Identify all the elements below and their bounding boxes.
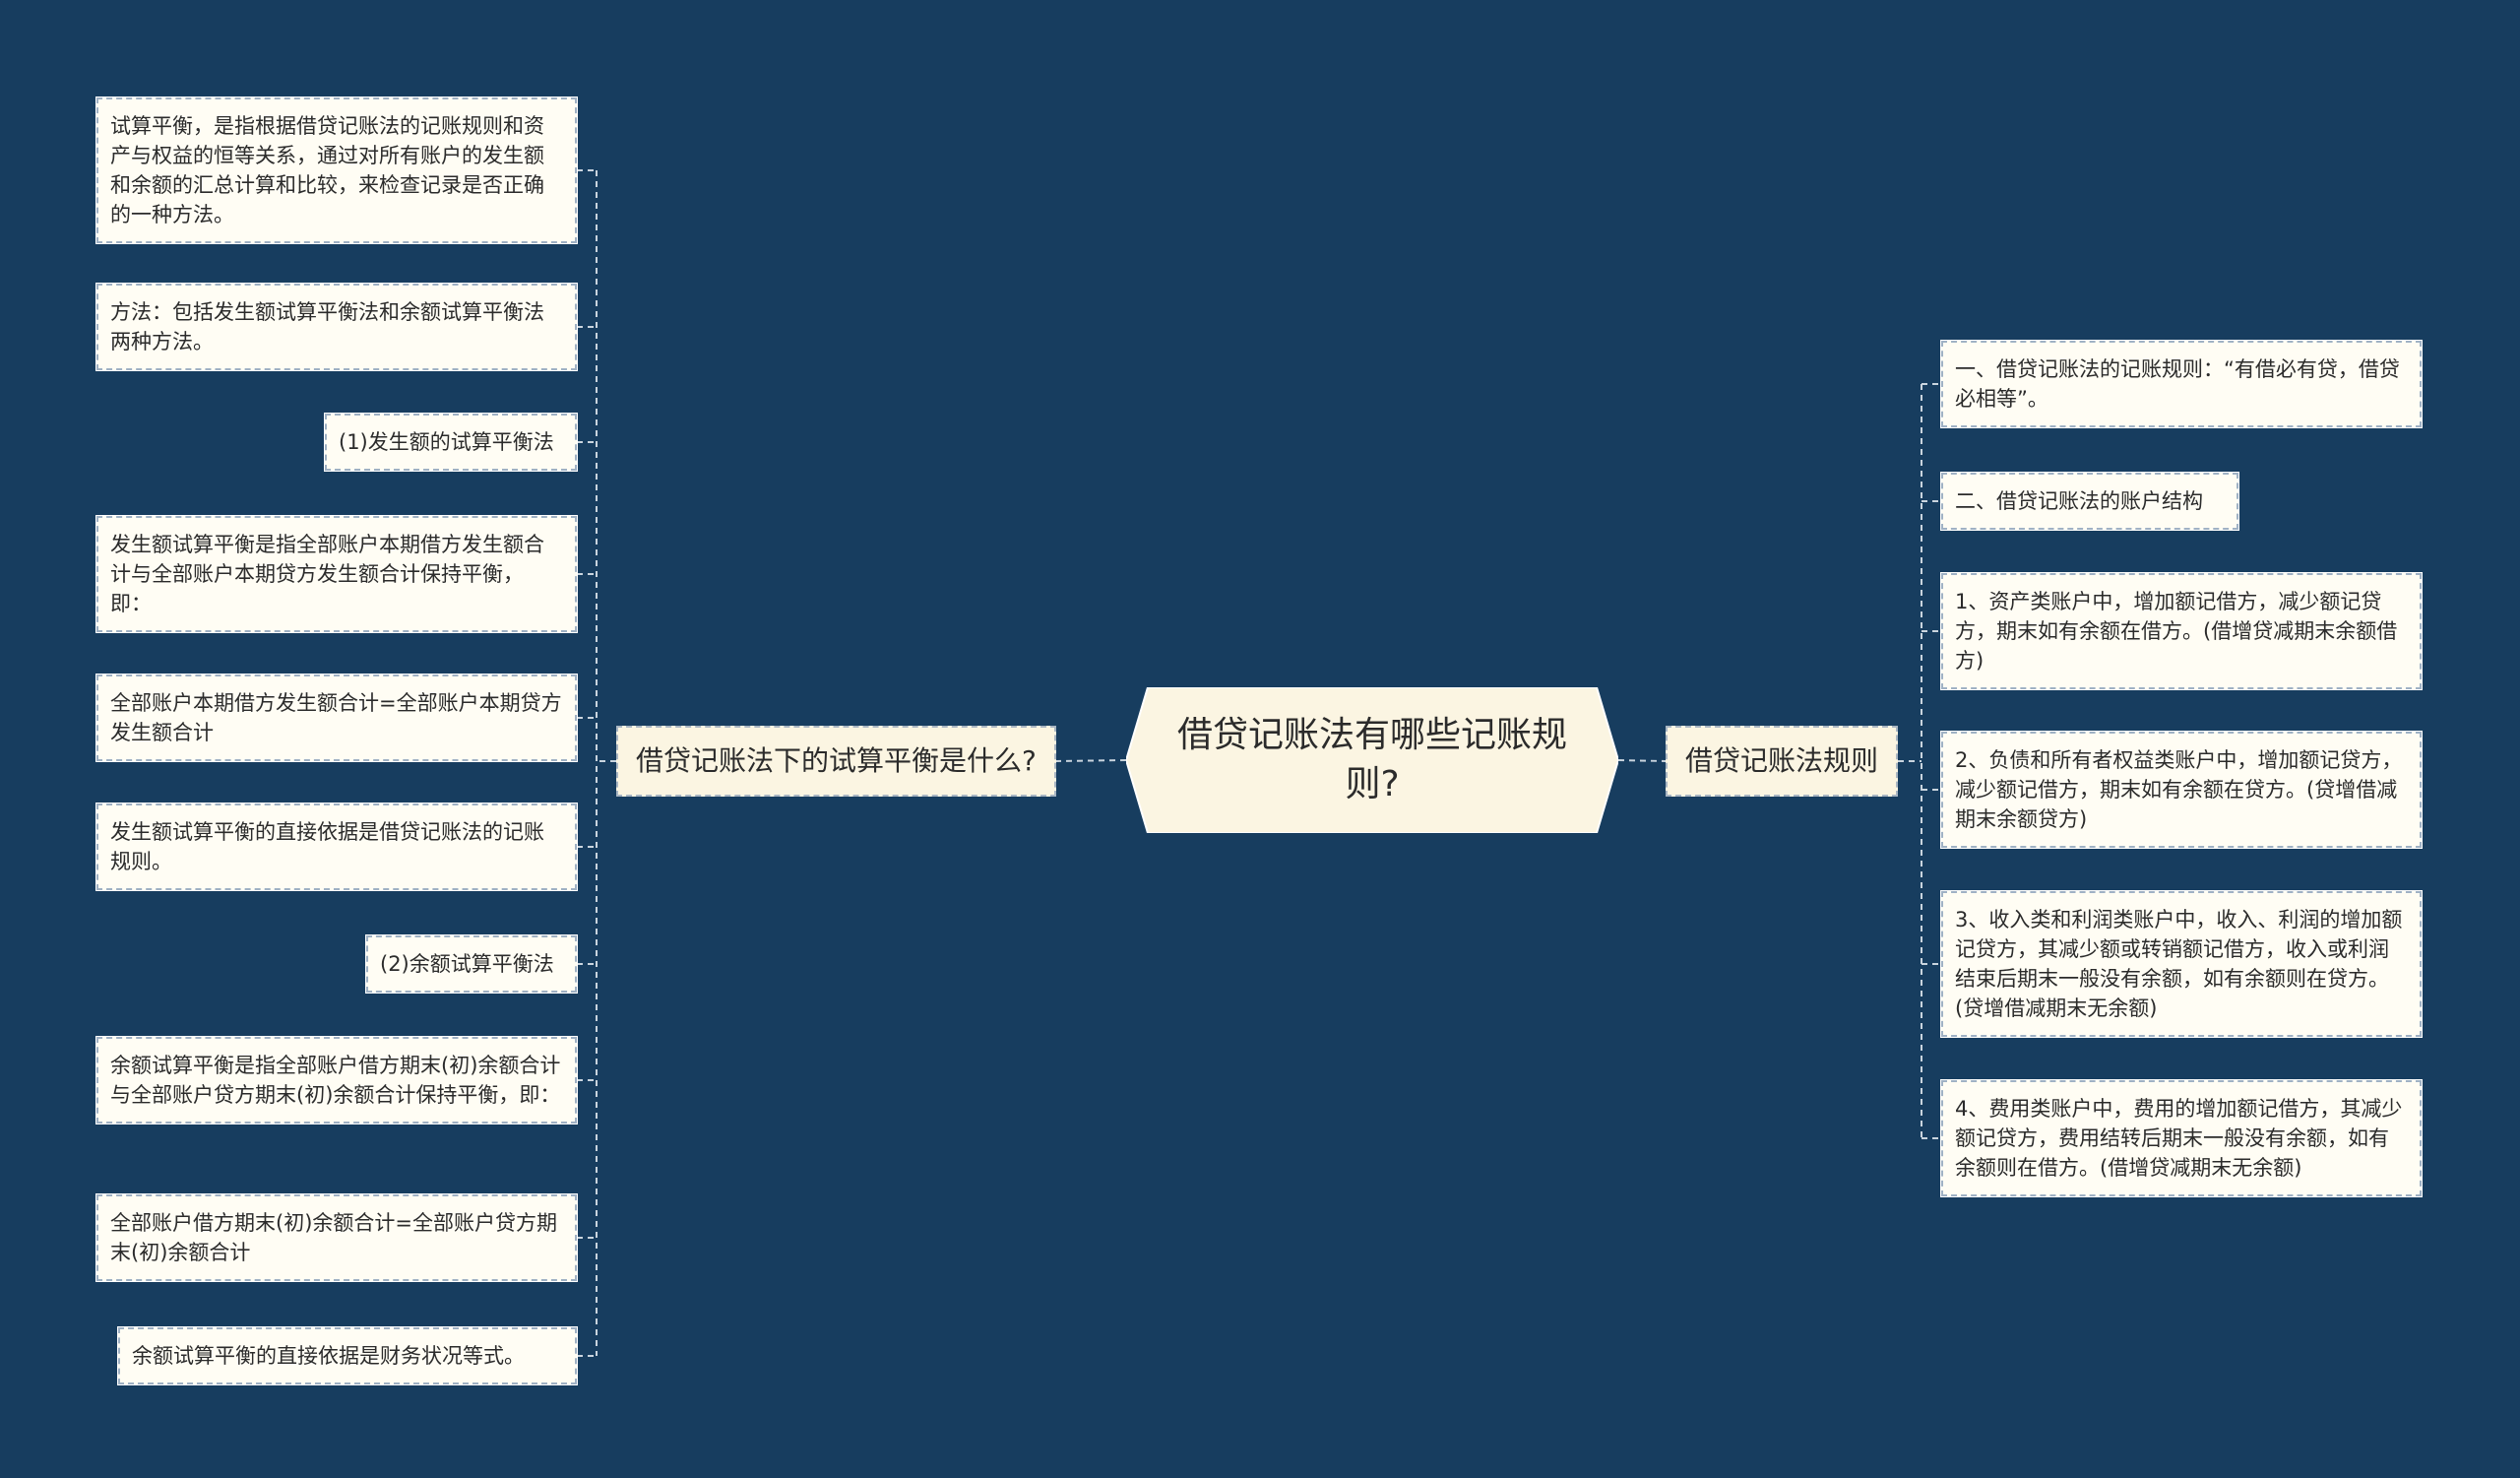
right-leaf-node[interactable]: 1、资产类账户中，增加额记借方，减少额记贷方，期末如有余额在借方。(借增贷减期末…	[1940, 572, 2423, 690]
left-leaf-node[interactable]: (1)发生额的试算平衡法	[324, 413, 578, 472]
left-leaf-node[interactable]: 全部账户本期借方发生额合计=全部账户本期贷方发生额合计	[95, 674, 578, 762]
left-leaf-node[interactable]: (2)余额试算平衡法	[365, 934, 578, 994]
right-leaf-node[interactable]: 2、负债和所有者权益类账户中，增加额记贷方，减少额记借方，期末如有余额在贷方。(…	[1940, 731, 2423, 849]
right-branch-node[interactable]: 借贷记账法规则	[1666, 726, 1899, 797]
left-leaf-node[interactable]: 发生额试算平衡是指全部账户本期借方发生额合计与全部账户本期贷方发生额合计保持平衡…	[95, 515, 578, 633]
left-leaf-node[interactable]: 全部账户借方期末(初)余额合计=全部账户贷方期末(初)余额合计	[95, 1193, 578, 1282]
root-node-shape	[1126, 687, 1618, 833]
left-leaf-node[interactable]: 方法：包括发生额试算平衡法和余额试算平衡法两种方法。	[95, 283, 578, 371]
root-node[interactable]: 借贷记账法有哪些记账规则?	[1126, 687, 1618, 833]
left-leaf-node[interactable]: 余额试算平衡是指全部账户借方期末(初)余额合计与全部账户贷方期末(初)余额合计保…	[95, 1036, 578, 1125]
left-leaf-node[interactable]: 试算平衡，是指根据借贷记账法的记账规则和资产与权益的恒等关系，通过对所有账户的发…	[95, 96, 578, 244]
left-leaf-node[interactable]: 发生额试算平衡的直接依据是借贷记账法的记账规则。	[95, 803, 578, 891]
connector-line	[1055, 759, 1127, 762]
root-node-title: 借贷记账法有哪些记账规则?	[1176, 715, 1567, 804]
left-branch-node[interactable]: 借贷记账法下的试算平衡是什么?	[616, 726, 1056, 797]
right-leaf-node[interactable]: 4、费用类账户中，费用的增加额记借方，其减少额记贷方，费用结转后期末一般没有余额…	[1940, 1079, 2423, 1197]
left-leaf-node[interactable]: 余额试算平衡的直接依据是财务状况等式。	[117, 1326, 578, 1385]
right-leaf-node[interactable]: 一、借贷记账法的记账规则：“有借必有贷，借贷必相等”。	[1940, 340, 2423, 428]
right-leaf-node[interactable]: 3、收入类和利润类账户中，收入、利润的增加额记贷方，其减少额或转销额记借方，收入…	[1940, 890, 2423, 1038]
right-leaf-node[interactable]: 二、借贷记账法的账户结构	[1940, 472, 2239, 531]
connector-line	[1617, 759, 1667, 762]
